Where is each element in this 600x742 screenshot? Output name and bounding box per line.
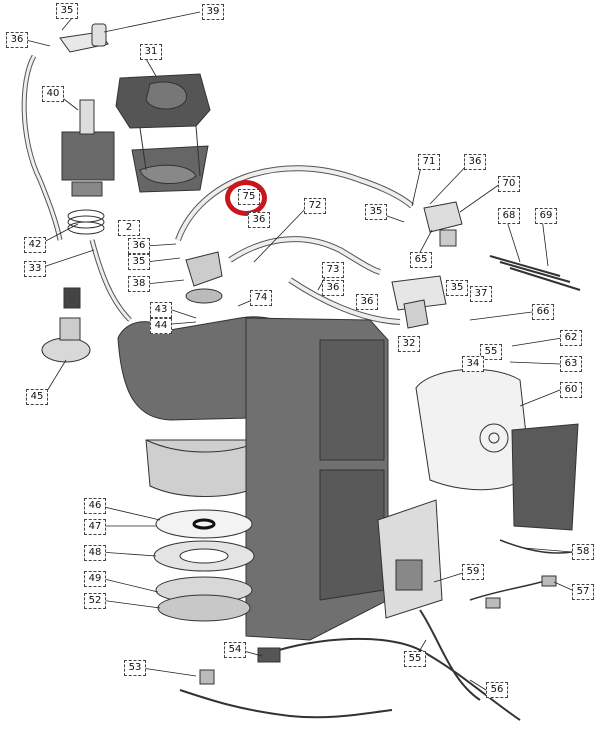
callout-label: 36 xyxy=(128,238,150,254)
callout-label: 2 xyxy=(118,220,140,236)
callout-label: 70 xyxy=(498,176,520,192)
callout-label: 34 xyxy=(462,356,484,372)
callout-label: 36 xyxy=(6,32,28,48)
callout-label: 40 xyxy=(42,86,64,102)
callout-label: 73 xyxy=(322,262,344,278)
callout-label: 47 xyxy=(84,519,106,535)
callout-label: 36 xyxy=(322,280,344,296)
callout-label: 59 xyxy=(462,564,484,580)
callout-label: 36 xyxy=(464,154,486,170)
callout-label: 38 xyxy=(128,276,150,292)
callout-label: 35 xyxy=(128,254,150,270)
callout-label: 49 xyxy=(84,571,106,587)
callout-label: 45 xyxy=(26,389,48,405)
callout-label: 35 xyxy=(446,280,468,296)
callout-label: 33 xyxy=(24,261,46,277)
highlight-circle xyxy=(225,180,267,216)
callout-label: 35 xyxy=(56,3,78,19)
callout-label: 69 xyxy=(535,208,557,224)
callout-label: 68 xyxy=(498,208,520,224)
callout-label: 31 xyxy=(140,44,162,60)
callout-label: 58 xyxy=(572,544,594,560)
callout-label: 65 xyxy=(410,252,432,268)
control-board xyxy=(377,499,443,619)
callout-label: 56 xyxy=(486,682,508,698)
callout-label: 74 xyxy=(250,290,272,306)
callout-label: 55 xyxy=(480,344,502,360)
callout-label: 37 xyxy=(470,286,492,302)
callout-label: 66 xyxy=(532,304,554,320)
callout-label: 43 xyxy=(150,302,172,318)
callout-label: 36 xyxy=(248,212,270,228)
callout-label: 36 xyxy=(356,294,378,310)
callout-label: 42 xyxy=(24,237,46,253)
callout-label: 44 xyxy=(150,318,172,334)
callout-label: 60 xyxy=(560,382,582,398)
callout-label: 75 xyxy=(238,189,260,205)
callout-label: 55 xyxy=(404,651,426,667)
callout-label: 62 xyxy=(560,330,582,346)
callout-label: 57 xyxy=(572,584,594,600)
callout-label: 63 xyxy=(560,356,582,372)
callout-label: 72 xyxy=(304,198,326,214)
callout-label: 35 xyxy=(365,204,387,220)
callout-label: 39 xyxy=(202,4,224,20)
callout-label: 52 xyxy=(84,593,106,609)
callout-label: 54 xyxy=(224,642,246,658)
callout-label: 46 xyxy=(84,498,106,514)
callout-label: 53 xyxy=(124,660,146,676)
callout-label: 48 xyxy=(84,545,106,561)
callout-label: 71 xyxy=(418,154,440,170)
pump-coil xyxy=(61,131,115,181)
callout-label: 32 xyxy=(398,336,420,352)
